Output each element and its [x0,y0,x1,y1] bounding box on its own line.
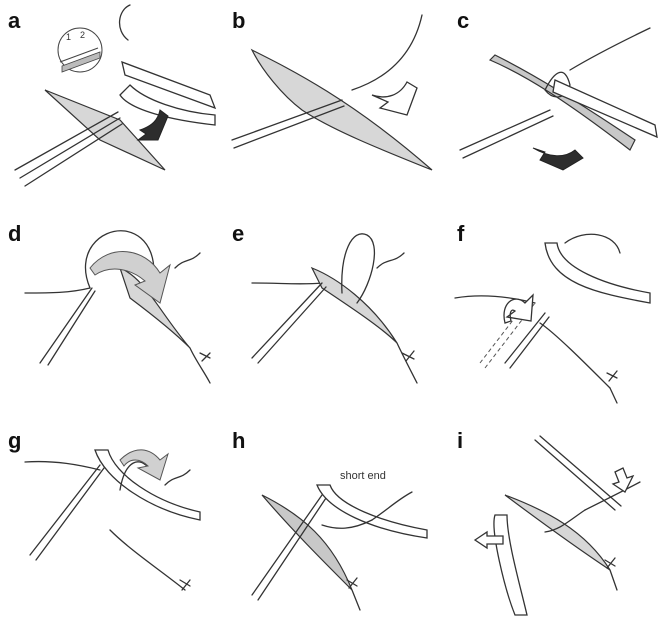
panel-g: g [0,420,215,625]
illustration-c [445,0,660,205]
panel-a: a 1 2 [0,0,215,205]
illustration-d [0,213,215,418]
rotation-arrow [533,148,583,170]
suture-thread [25,288,90,293]
suture-thread [352,15,422,90]
rotation-arrow [138,110,168,140]
tissue-flap [312,268,397,343]
illustration-i [445,420,660,625]
suture-thread [252,283,322,284]
needle-holder [545,243,650,303]
rotation-arrow [120,450,168,480]
forceps [30,465,104,560]
forceps [494,515,527,615]
forceps [252,283,326,363]
panel-b: b [222,0,437,205]
illustration-g [0,420,215,625]
panel-i: i [445,420,660,625]
short-end-label: short end [340,470,386,482]
illustration-b [222,0,437,205]
panel-d: d [0,213,215,418]
rotation-arrow [504,295,533,323]
pull-arrow-right [613,468,633,492]
panel-c: c [445,0,660,205]
inset-label-1: 1 [66,32,71,42]
rotation-arrow [372,82,417,115]
illustration-e [222,213,437,418]
suture-thread [25,462,100,470]
panel-e: e [222,213,437,418]
forceps [40,288,95,365]
illustration-f [445,213,660,418]
illustration-h [222,420,437,625]
illustration-a [0,0,215,205]
tissue-flap [505,495,610,570]
panel-f: f [445,213,660,418]
panel-h: h short end [222,420,437,625]
suture-thread [120,5,130,40]
inset-label-2: 2 [80,30,85,40]
